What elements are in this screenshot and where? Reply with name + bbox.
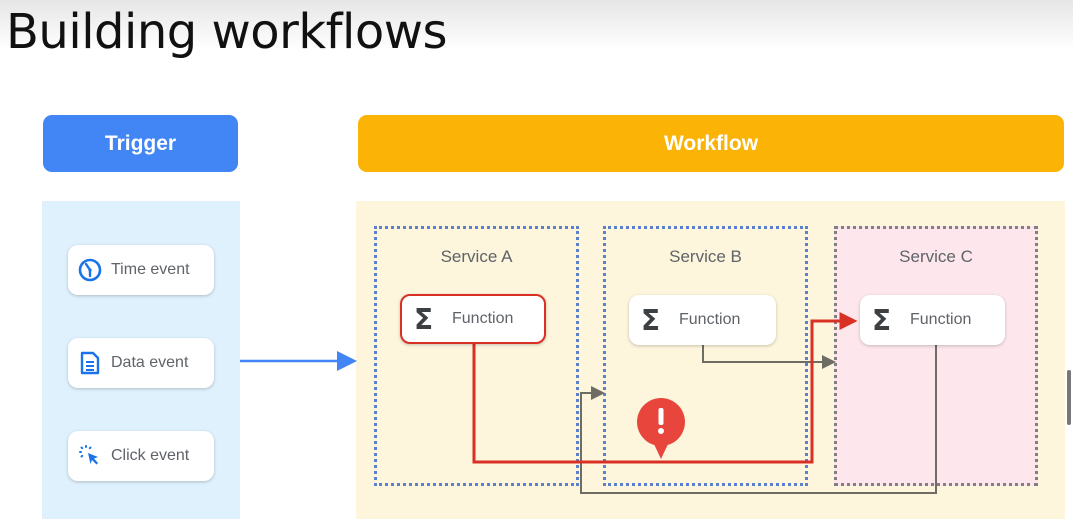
function-label: Function — [679, 311, 741, 328]
slide-title: Building workflows — [6, 4, 448, 60]
event-label: Time event — [111, 261, 190, 278]
event-time: Time event — [68, 245, 214, 295]
document-icon — [77, 350, 103, 376]
event-label: Data event — [111, 354, 189, 371]
slide-edge — [1065, 201, 1073, 519]
trigger-header: Trigger — [43, 115, 238, 172]
service-title: Service B — [669, 247, 742, 266]
service-title: Service C — [899, 247, 973, 266]
error-path-arrow — [472, 312, 858, 464]
b-to-c-arrow — [702, 345, 836, 369]
workflow-header: Workflow — [358, 115, 1064, 172]
sigma-icon: Σ — [872, 303, 892, 337]
workflow-header-label: Workflow — [663, 131, 759, 155]
function-service-c: Σ Function — [860, 295, 1005, 345]
side-handle[interactable] — [1067, 370, 1071, 425]
function-service-b: Σ Function — [629, 295, 776, 345]
trigger-header-label: Trigger — [104, 131, 177, 155]
function-label: Function — [910, 311, 972, 328]
clock-icon — [77, 257, 103, 283]
service-b: Service B — [603, 226, 808, 486]
header-fade — [0, 0, 1073, 50]
event-data: Data event — [68, 338, 214, 388]
sigma-icon: Σ — [414, 302, 434, 336]
service-title: Service A — [440, 247, 513, 266]
function-service-a: Σ Function — [400, 294, 546, 344]
click-icon — [77, 443, 103, 469]
service-a: Service A — [374, 226, 579, 486]
sigma-icon: Σ — [641, 303, 661, 337]
c-to-b-return-arrow — [580, 345, 937, 494]
function-label: Function — [452, 310, 514, 327]
event-label: Click event — [111, 447, 190, 464]
event-click: Click event — [68, 431, 214, 481]
alert-icon — [637, 398, 685, 459]
